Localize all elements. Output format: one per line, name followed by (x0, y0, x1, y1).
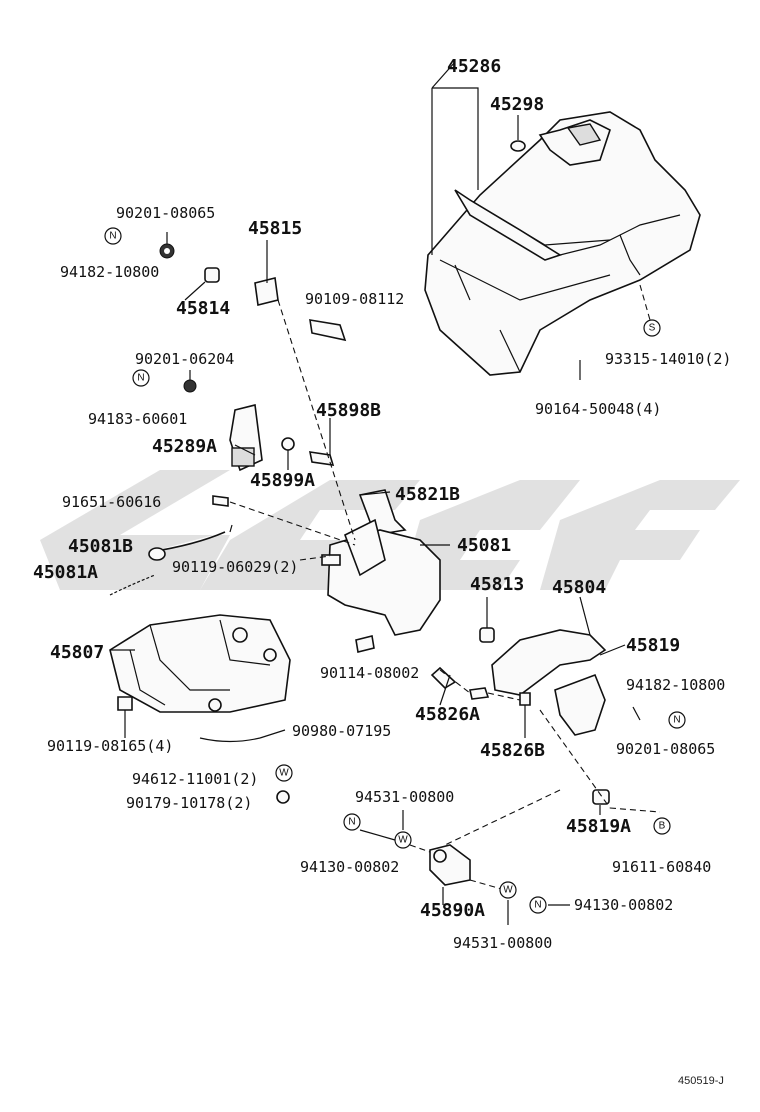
svg-text:W: W (279, 768, 289, 779)
label-91611: 91611-60840 (612, 858, 711, 876)
label-45899A: 45899A (250, 470, 315, 491)
label-45898B: 45898B (316, 400, 381, 421)
label-94531-top: 94531-00800 (355, 788, 454, 806)
svg-text:N: N (348, 817, 355, 828)
label-94130-left: 94130-00802 (300, 858, 399, 876)
n-symbol: N (343, 813, 361, 831)
label-90119-08165: 90119-08165(4) (47, 737, 173, 755)
label-45298: 45298 (490, 94, 544, 115)
label-90201-08065-right: 90201-08065 (616, 740, 715, 758)
svg-text:S: S (649, 323, 656, 334)
column-cover-drawing (424, 111, 701, 376)
label-45826A: 45826A (415, 704, 480, 725)
n-symbol: N (104, 227, 122, 245)
label-90201-08065-top: 90201-08065 (116, 204, 215, 222)
n-symbol: N (529, 896, 547, 914)
svg-text:W: W (503, 885, 513, 896)
svg-text:W: W (398, 835, 408, 846)
label-45819: 45819 (626, 635, 680, 656)
label-45081A: 45081A (33, 562, 98, 583)
label-94612: 94612-11001(2) (132, 770, 258, 788)
label-94183: 94183-60601 (88, 410, 187, 428)
symbol-markers: N N S N W N W B W N (104, 227, 686, 914)
label-45814: 45814 (176, 298, 230, 319)
label-45807: 45807 (50, 642, 104, 663)
hardware-drawings (109, 243, 610, 886)
label-90119-06029: 90119-06029(2) (172, 558, 298, 576)
label-90980: 90980-07195 (292, 722, 391, 740)
w-symbol: W (394, 831, 412, 849)
label-45819A: 45819A (566, 816, 631, 837)
svg-text:N: N (109, 231, 116, 242)
svg-text:N: N (673, 715, 680, 726)
s-symbol: S (643, 319, 661, 337)
svg-text:N: N (137, 373, 144, 384)
n-symbol: N (132, 369, 150, 387)
label-94531-bottom: 94531-00800 (453, 934, 552, 952)
leader-lines (110, 61, 661, 925)
svg-text:N: N (534, 900, 541, 911)
label-90109: 90109-08112 (305, 290, 404, 308)
label-94182-right: 94182-10800 (626, 676, 725, 694)
label-94182-top: 94182-10800 (60, 263, 159, 281)
label-45804: 45804 (552, 577, 606, 598)
label-45826B: 45826B (480, 740, 545, 761)
label-90114: 90114-08002 (320, 664, 419, 682)
label-45081: 45081 (457, 535, 511, 556)
svg-text:B: B (659, 821, 666, 832)
w-symbol: W (499, 881, 517, 899)
label-93315: 93315-14010(2) (605, 350, 731, 368)
label-45890A: 45890A (420, 900, 485, 921)
label-91651: 91651-60616 (62, 493, 161, 511)
n-symbol: N (668, 711, 686, 729)
label-45821B: 45821B (395, 484, 460, 505)
label-90164: 90164-50048(4) (535, 400, 661, 418)
label-45081B: 45081B (68, 536, 133, 557)
label-45815: 45815 (248, 218, 302, 239)
label-94130-right: 94130-00802 (574, 896, 673, 914)
label-45813: 45813 (470, 574, 524, 595)
b-symbol: B (653, 817, 671, 835)
w-symbol: W (275, 764, 293, 782)
figure-id: 450519-J (678, 1075, 724, 1087)
part-labels: 45286 45298 93315-14010(2) 90164-50048(4… (33, 56, 731, 1087)
label-45289A: 45289A (152, 436, 217, 457)
label-90201-06204: 90201-06204 (135, 350, 234, 368)
label-90179: 90179-10178(2) (126, 794, 252, 812)
label-45286: 45286 (447, 56, 501, 77)
